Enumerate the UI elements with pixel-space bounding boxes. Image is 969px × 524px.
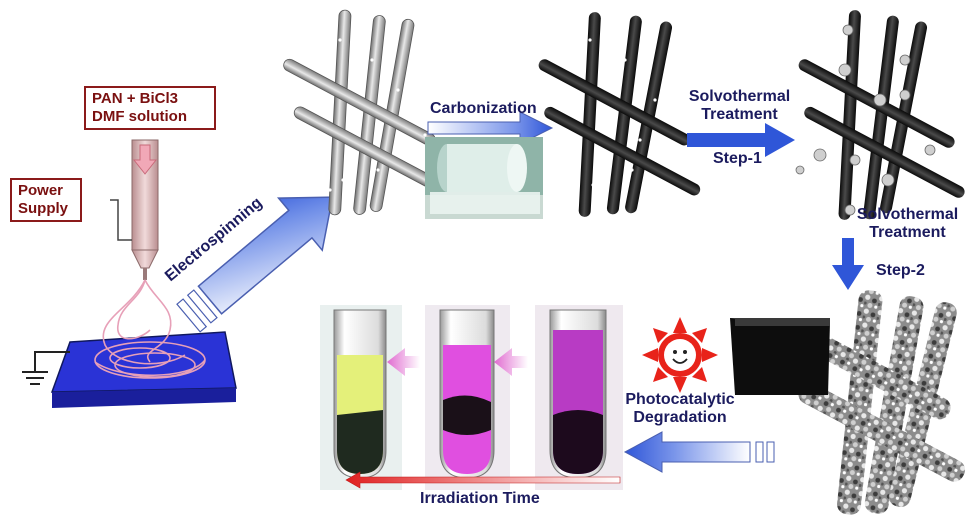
solution-label-line1: PAN + BiCl3 xyxy=(92,90,178,107)
test-tube-3 xyxy=(535,305,623,490)
collector-plate-edge xyxy=(52,388,236,408)
solvothermal-step2-step: Step-2 xyxy=(876,262,925,279)
electrospinning-setup xyxy=(22,139,237,408)
test-tube-2 xyxy=(425,305,510,490)
solution-label-line2: DMF solution xyxy=(92,108,187,125)
ground-wire xyxy=(34,351,70,372)
power-supply-label-box: Power Supply xyxy=(10,178,82,222)
power-label-line2: Supply xyxy=(18,200,69,217)
nozzle-icon xyxy=(131,139,159,280)
test-tube-1 xyxy=(320,305,402,490)
photocatalytic-line1: Photocatalytic xyxy=(625,391,735,408)
irradiation-arrow xyxy=(345,471,621,489)
solvothermal-step1-line2: Treatment xyxy=(701,106,778,124)
electrospinning-arrow xyxy=(176,196,334,333)
solvothermal-step1-line1: Solvothermal xyxy=(688,88,791,105)
solution-label-box: PAN + BiCl3 DMF solution xyxy=(84,86,216,130)
ground-icon xyxy=(22,371,48,385)
carbonization-label: Carbonization xyxy=(430,100,537,117)
carbonization-arrow xyxy=(427,111,554,145)
power-wire xyxy=(110,199,132,241)
solvothermal-step1-arrow xyxy=(687,123,795,157)
carbon-mat-photo xyxy=(425,137,543,219)
decorated-fibers xyxy=(795,10,965,220)
product-photo xyxy=(730,318,830,395)
photocatalytic-label: Photocatalytic Degradation xyxy=(615,391,745,428)
final-composite-fibers xyxy=(788,290,966,515)
sun-icon xyxy=(642,317,718,393)
collector-plate xyxy=(50,331,237,393)
electrospun-fibers xyxy=(283,9,451,216)
irradiation-time-label: Irradiation Time xyxy=(420,490,540,507)
carbon-fibers xyxy=(538,12,701,217)
solvothermal-step2-label: Solvothermal Treatment xyxy=(850,206,965,243)
photocatalytic-line2: Degradation xyxy=(633,409,727,427)
solvothermal-step2-line2: Treatment xyxy=(869,224,946,242)
solvothermal-step1-label: Solvothermal Treatment xyxy=(682,88,797,125)
photocatalytic-arrow xyxy=(623,431,775,473)
power-label-line1: Power xyxy=(18,182,64,199)
tube-arrow-1 xyxy=(387,348,420,376)
fiber-jet xyxy=(94,279,206,379)
solvothermal-step2-arrow xyxy=(832,238,864,290)
solvothermal-step1-step: Step-1 xyxy=(713,150,762,167)
solvothermal-step2-line1: Solvothermal xyxy=(856,206,959,223)
tube-arrow-2 xyxy=(494,348,528,376)
